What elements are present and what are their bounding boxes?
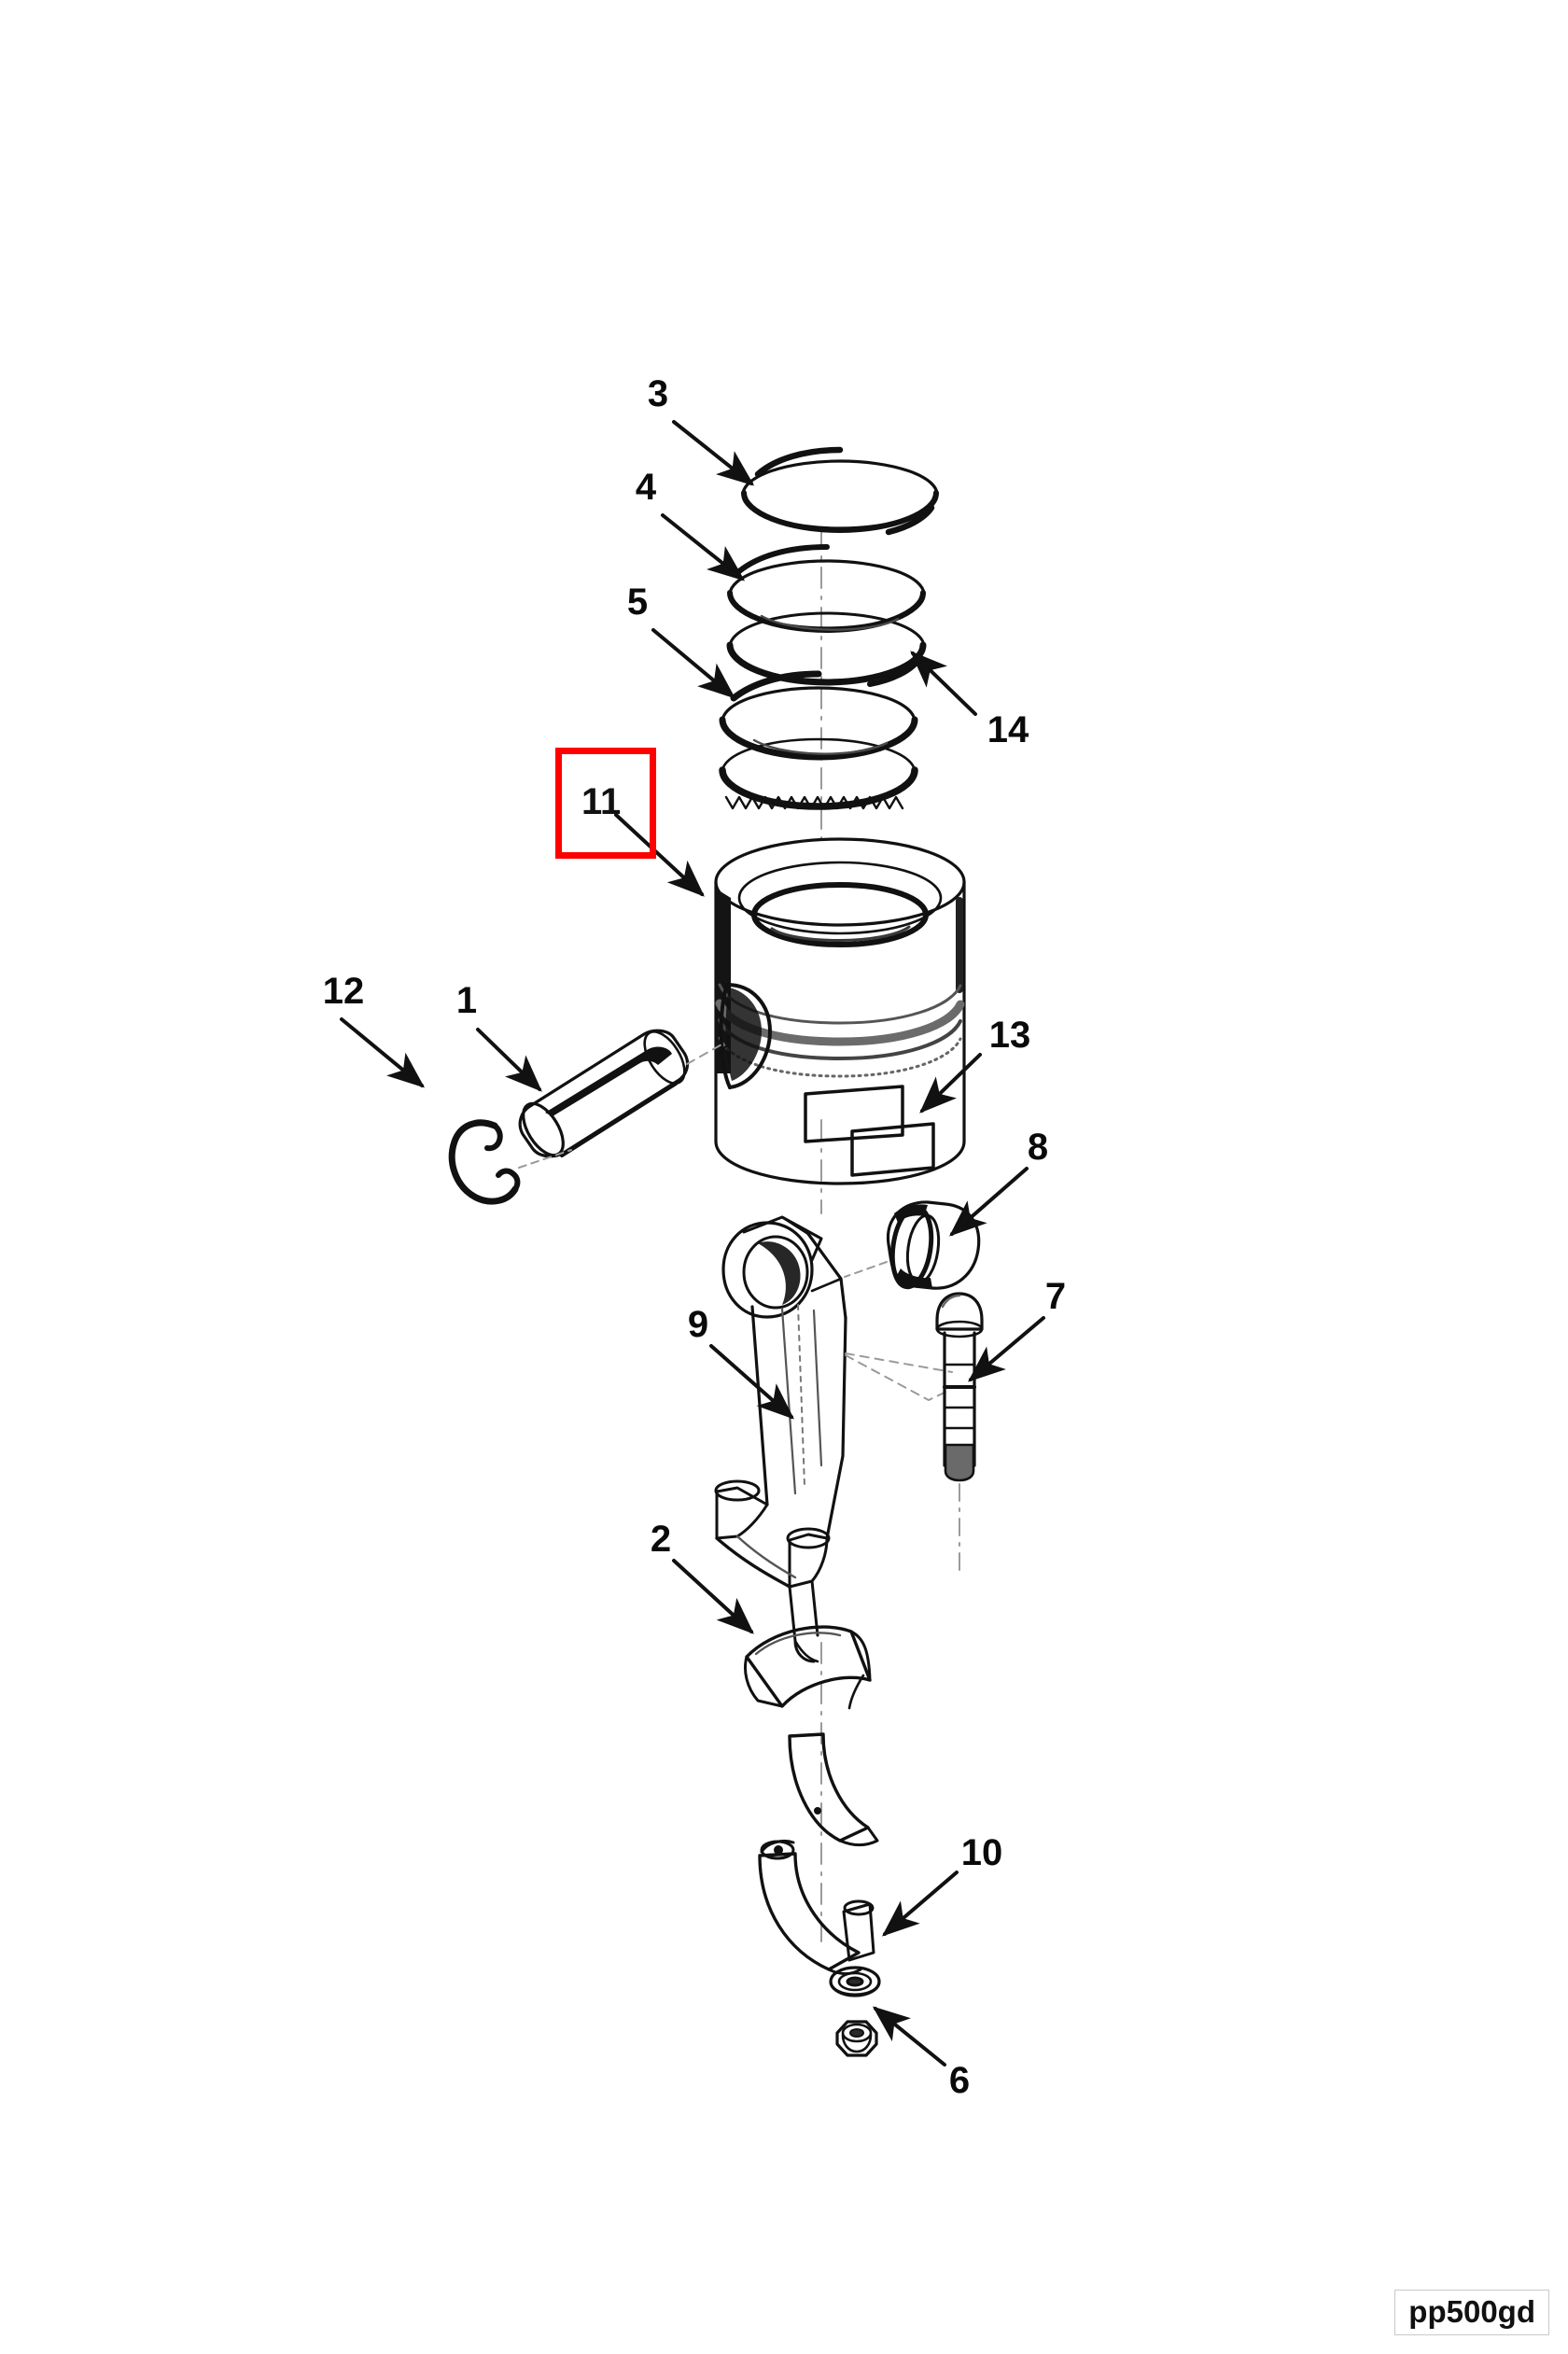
leader-9 xyxy=(709,1344,794,1420)
callout-number-5: 5 xyxy=(627,581,648,623)
callout-number-10: 10 xyxy=(961,1832,1003,1873)
highlight-box-part-11[interactable] xyxy=(555,748,656,859)
leader-13 xyxy=(919,1053,982,1114)
callout-number-12: 12 xyxy=(323,971,365,1012)
leader-14 xyxy=(910,651,977,716)
leader-11 xyxy=(614,813,705,897)
callout-number-8: 8 xyxy=(1028,1127,1048,1168)
leader-10 xyxy=(881,1871,959,1937)
part-connecting-rod-bolt xyxy=(935,1292,984,1578)
callout-number-6: 6 xyxy=(949,2060,970,2101)
part-retaining-ring xyxy=(448,1119,572,1205)
leader-4 xyxy=(661,513,746,581)
callout-number-13: 13 xyxy=(989,1015,1031,1056)
part-piston xyxy=(714,837,966,1185)
part-nut xyxy=(835,2020,878,2057)
callout-number-1: 1 xyxy=(456,980,477,1021)
part-washer xyxy=(829,1966,881,1997)
callout-number-9: 9 xyxy=(688,1304,708,1345)
callout-number-14: 14 xyxy=(987,709,1029,750)
watermark-label: pp500gd xyxy=(1394,2290,1549,2335)
part-identification-plate xyxy=(850,1122,935,1177)
part-piston-pin xyxy=(518,1029,724,1158)
leader-5 xyxy=(651,628,736,699)
part-bearing-shell-upper xyxy=(744,1625,872,1710)
callout-number-4: 4 xyxy=(636,467,657,508)
part-bearing-shell-middle xyxy=(788,1732,879,1846)
callout-number-3: 3 xyxy=(648,373,668,414)
leader-7 xyxy=(967,1316,1045,1382)
leader-12 xyxy=(340,1017,426,1088)
part-top-compression-ring xyxy=(741,446,939,536)
leader-2 xyxy=(672,1559,754,1634)
callout-number-7: 7 xyxy=(1045,1276,1066,1317)
callout-number-2: 2 xyxy=(651,1519,671,1560)
part-piston-pin-bushing xyxy=(844,1200,981,1290)
leader-8 xyxy=(948,1167,1029,1237)
part-second-compression-ring xyxy=(726,544,927,687)
callout-number-11: 11 xyxy=(581,781,622,822)
leader-6 xyxy=(872,2006,946,2067)
leader-1 xyxy=(476,1028,542,1092)
leader-3 xyxy=(672,420,755,486)
part-bearing-shell-lower xyxy=(758,1839,875,1975)
part-oil-control-ring xyxy=(719,670,918,810)
